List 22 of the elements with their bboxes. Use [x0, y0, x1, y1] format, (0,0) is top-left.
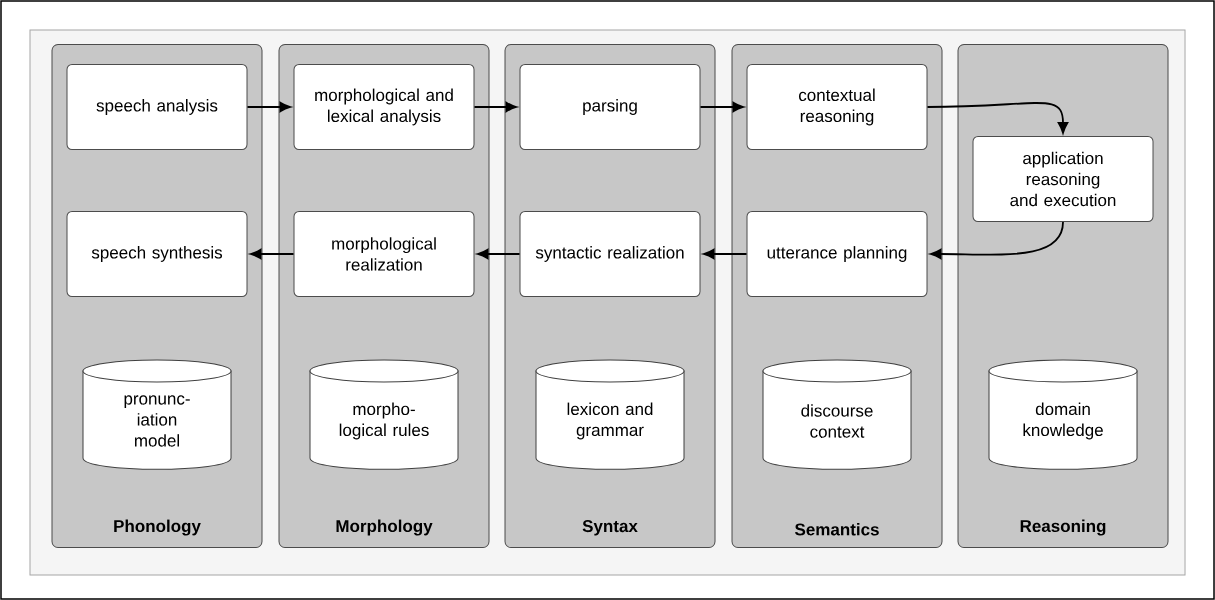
database-cylinder: lexicon and grammar	[535, 359, 685, 470]
process-box: syntactic realization	[519, 211, 701, 297]
arrow	[699, 101, 745, 113]
process-box: application reasoning and execution	[972, 136, 1154, 222]
arrow	[929, 221, 1064, 260]
process-box: morphological and lexical analysis	[293, 64, 475, 150]
arrow	[246, 101, 292, 113]
database-cylinder: morpho- logical rules	[309, 359, 459, 470]
arrow	[476, 248, 521, 260]
process-box: parsing	[519, 64, 701, 150]
process-box: morphological realization	[293, 211, 475, 297]
process-box: contextual reasoning	[746, 64, 928, 150]
process-box: speech synthesis	[66, 211, 248, 297]
arrow	[473, 101, 518, 113]
arrow	[702, 248, 748, 260]
arrow	[249, 248, 295, 260]
database-cylinder: pronunc- iation model	[82, 359, 232, 470]
process-box: speech analysis	[66, 64, 248, 150]
process-box: utterance planning	[746, 211, 928, 297]
database-cylinder: discourse context	[762, 359, 912, 470]
arrow	[926, 102, 1069, 134]
database-cylinder: domain knowledge	[988, 359, 1138, 470]
